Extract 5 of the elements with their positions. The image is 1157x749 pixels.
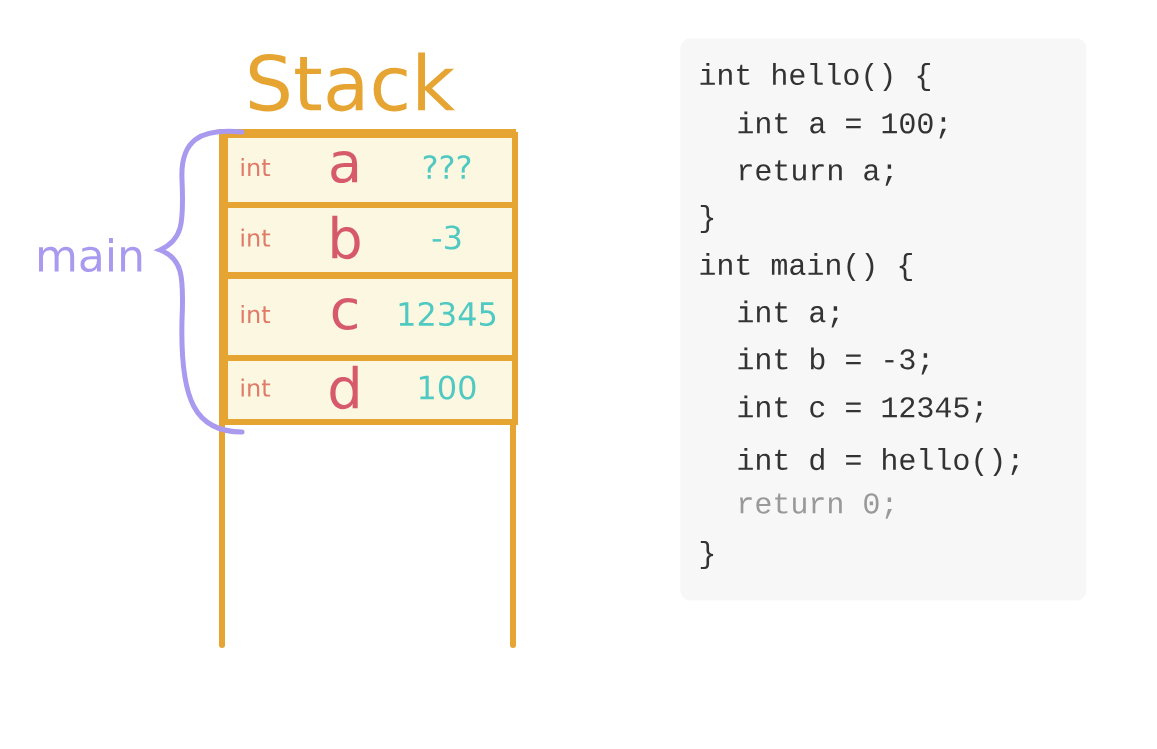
brace-label: main xyxy=(39,237,142,273)
stack-cell: int a ??? xyxy=(222,132,518,208)
stack-cell: int d 100 xyxy=(222,355,518,425)
code-panel: int hello() { int a = 100; return a; } int main() { int a; int b = -3; int c = 12345; int d = hello(); return 0; } xyxy=(680,38,1087,601)
stack-cell: int b -3 xyxy=(222,202,518,278)
